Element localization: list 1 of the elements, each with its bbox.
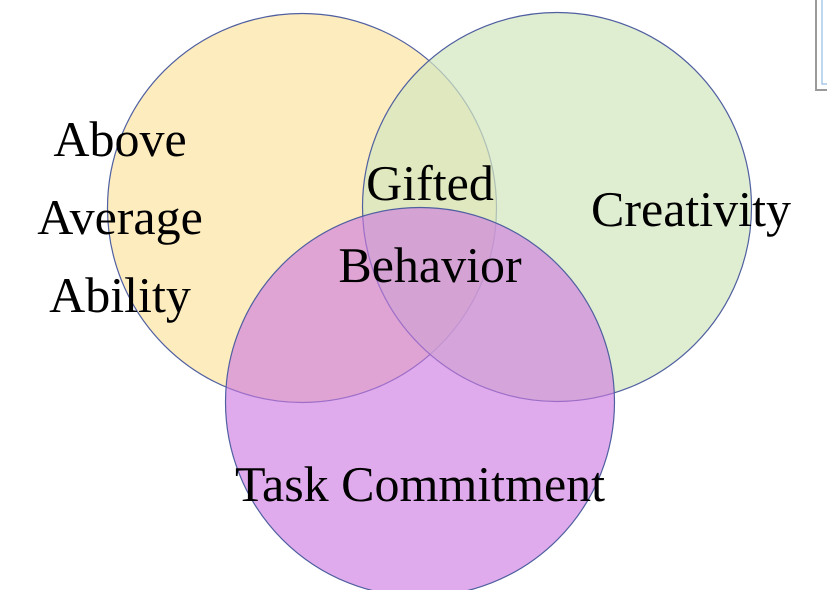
center-label: Gifted Behavior: [337, 154, 523, 295]
